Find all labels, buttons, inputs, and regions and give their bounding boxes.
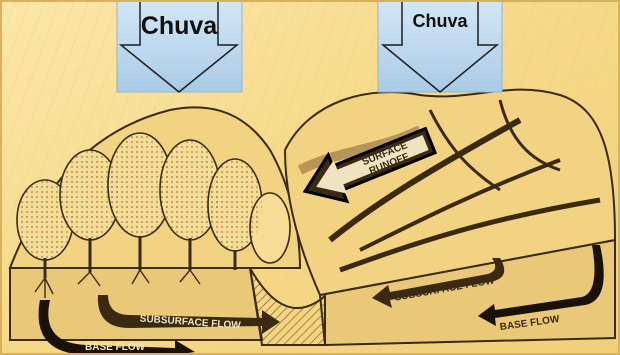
rain-box-left: Chuva (117, 0, 242, 92)
rain-box-right: Chuva (378, 0, 502, 92)
base-flow-label-left: BASE FLOW (85, 342, 146, 353)
rain-label-left: Chuva (141, 12, 219, 40)
rain-label-right: Chuva (412, 11, 468, 31)
